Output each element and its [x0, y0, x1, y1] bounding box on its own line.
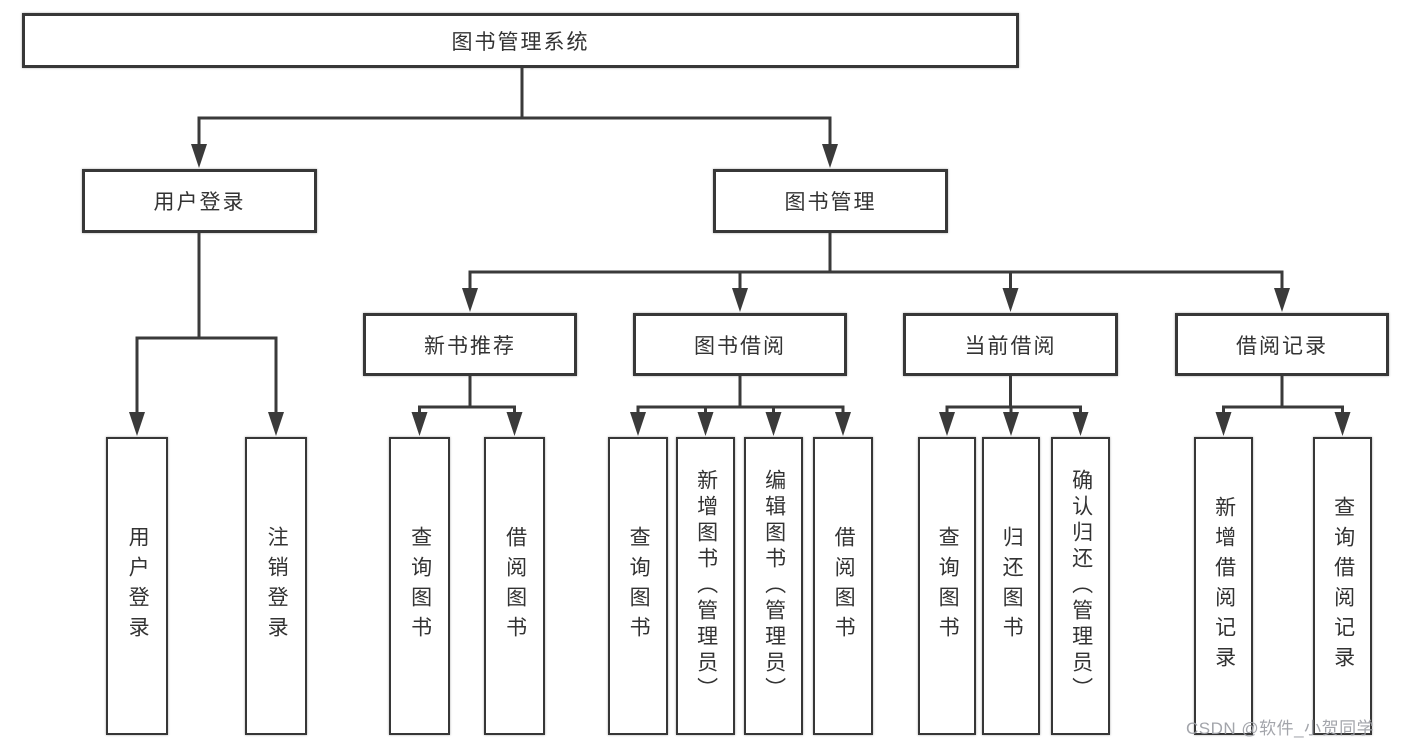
csdn-watermark: CSDN @软件_小贺同学	[1186, 719, 1375, 738]
leaf-logout: 注销登录	[245, 437, 307, 735]
node-label: 新增借阅记录	[1212, 496, 1236, 676]
leaf-add-books-admin: 新增图书（管理员）	[676, 437, 735, 735]
leaf-confirm-return-admin: 确认归还（管理员）	[1051, 437, 1110, 735]
node-label: 新增图书（管理员）	[694, 469, 718, 703]
node-book-management: 图书管理	[713, 169, 948, 233]
leaf-borrow-books-borrowing: 借阅图书	[813, 437, 873, 735]
node-label: 用户登录	[126, 526, 150, 646]
leaf-query-books-current: 查询图书	[918, 437, 976, 735]
node-label: 查询图书	[936, 526, 960, 646]
node-label: 确认归还（管理员）	[1069, 469, 1093, 703]
node-label: 借阅图书	[832, 526, 856, 646]
node-label: 查询借阅记录	[1331, 496, 1355, 676]
node-label: 借阅记录	[1236, 334, 1328, 358]
node-label: 注销登录	[265, 526, 289, 646]
node-book-borrowing: 图书借阅	[633, 313, 847, 376]
node-label: 当前借阅	[964, 334, 1057, 358]
node-new-book-recommendation: 新书推荐	[363, 313, 577, 376]
node-current-borrowing: 当前借阅	[903, 313, 1118, 376]
leaf-add-borrow-record: 新增借阅记录	[1194, 437, 1253, 735]
leaf-edit-books-admin: 编辑图书（管理员）	[744, 437, 803, 735]
node-borrowing-records: 借阅记录	[1175, 313, 1389, 376]
node-user-login: 用户登录	[82, 169, 317, 233]
node-library-management-system: 图书管理系统	[22, 13, 1019, 68]
node-label: 图书管理系统	[451, 30, 590, 54]
leaf-query-books-recommend: 查询图书	[389, 437, 450, 735]
node-label: 编辑图书（管理员）	[762, 469, 786, 703]
node-label: 用户登录	[153, 191, 246, 214]
node-label: 图书借阅	[694, 334, 786, 358]
node-label: 查询图书	[408, 526, 432, 646]
leaf-user-login: 用户登录	[106, 437, 168, 735]
node-label: 借阅图书	[503, 526, 527, 646]
leaf-borrow-books-recommend: 借阅图书	[484, 437, 545, 735]
tree-connectors	[129, 66, 1351, 436]
node-label: 新书推荐	[424, 334, 516, 358]
node-label: 归还图书	[1000, 526, 1024, 646]
leaf-return-books: 归还图书	[982, 437, 1040, 735]
leaf-query-books-borrowing: 查询图书	[608, 437, 668, 735]
leaf-query-borrow-record: 查询借阅记录	[1313, 437, 1372, 735]
node-label: 查询图书	[627, 526, 651, 646]
node-label: 图书管理	[784, 191, 877, 214]
